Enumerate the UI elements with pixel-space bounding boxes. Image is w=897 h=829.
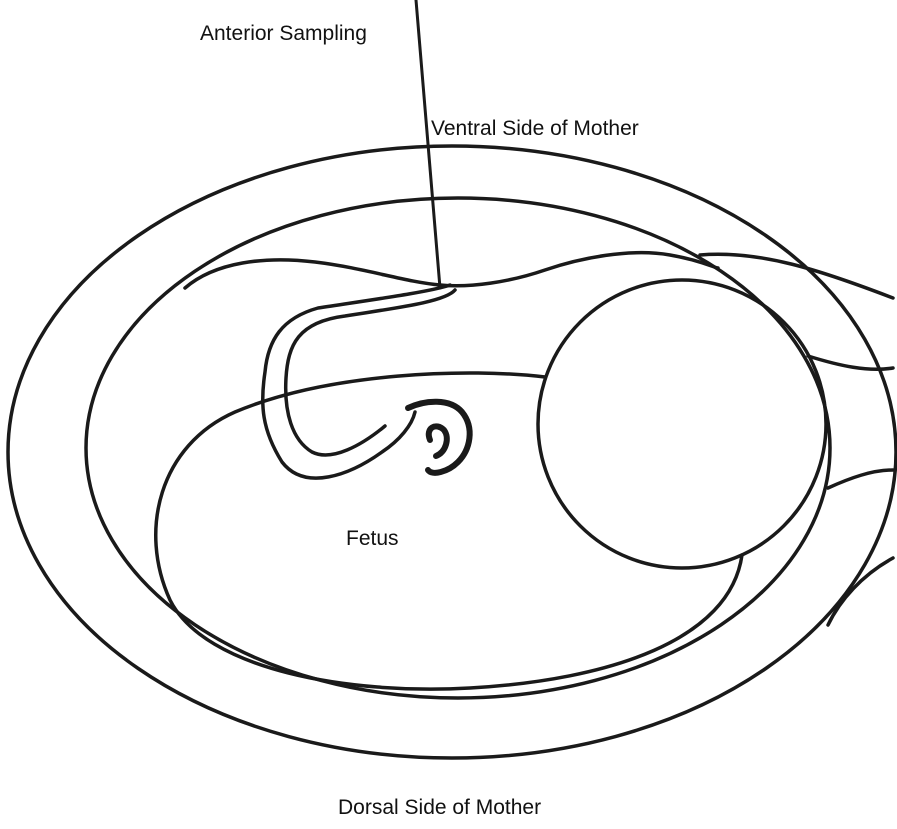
outer-maternal-wall	[8, 146, 896, 758]
right-tissue-lower	[828, 470, 893, 488]
label-anterior-sampling: Anterior Sampling	[200, 22, 367, 45]
sampling-needle	[416, 0, 440, 288]
amniotic-sac	[156, 373, 742, 689]
right-tissue-bottom	[828, 558, 893, 625]
fetus-shape	[408, 402, 470, 473]
placental-lining	[185, 253, 718, 288]
fetal-head	[538, 280, 826, 568]
label-ventral-side: Ventral Side of Mother	[431, 117, 639, 140]
label-dorsal-side: Dorsal Side of Mother	[338, 796, 541, 819]
uterine-wall	[86, 198, 830, 698]
label-fetus: Fetus	[346, 527, 399, 550]
